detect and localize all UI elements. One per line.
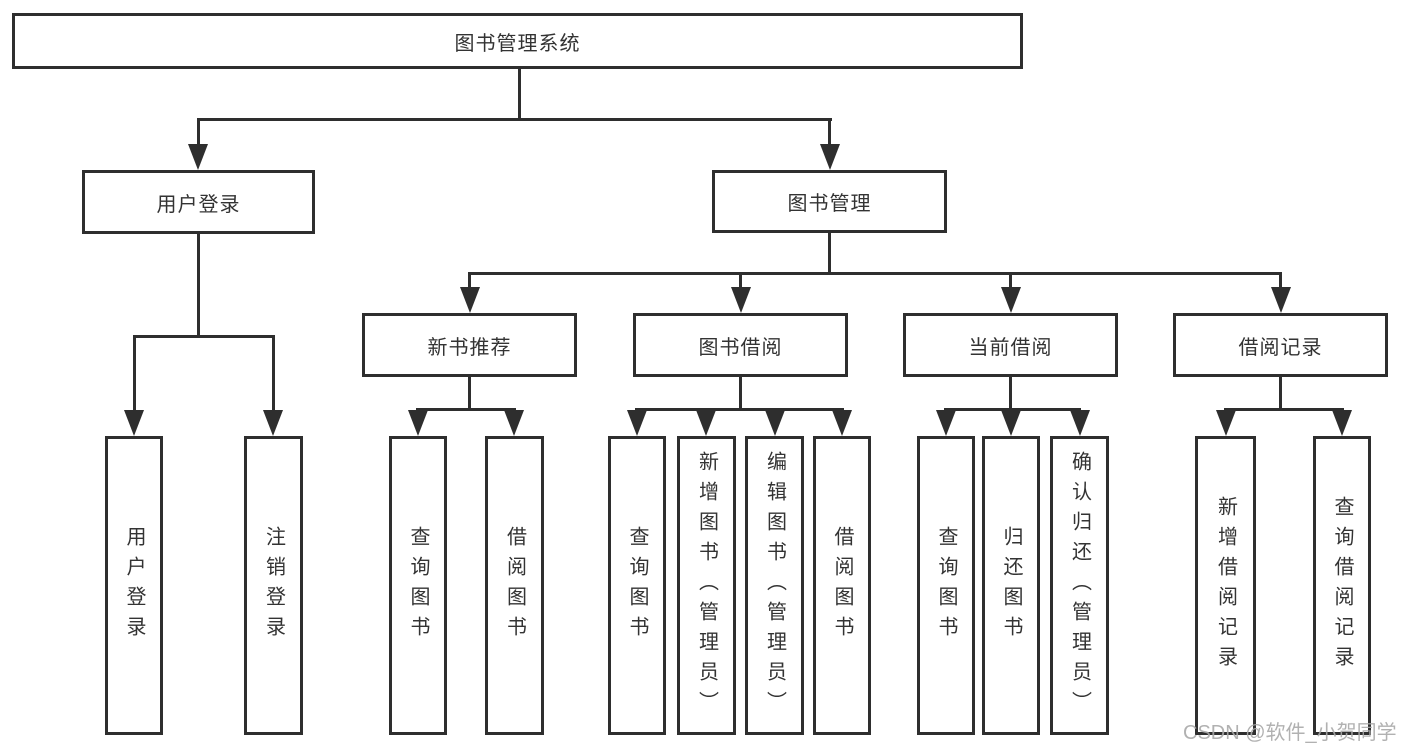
node-leaf-br-add-record: 新增借阅记录	[1195, 436, 1256, 735]
node-root: 图书管理系统	[12, 13, 1023, 69]
edge-user-login-drop-1	[133, 335, 136, 412]
edge-root-drop-right	[828, 118, 831, 148]
node-new-book-recommend: 新书推荐	[362, 313, 577, 377]
arrowhead-down-icon	[832, 410, 852, 436]
node-user-login: 用户登录	[82, 170, 315, 234]
edge-current-borrow-bar	[944, 408, 1081, 411]
edge-user-login-drop-2	[272, 335, 275, 412]
edge-new-book-rec-stem	[468, 376, 471, 411]
node-leaf-bb-query-book: 查询图书	[608, 436, 666, 735]
node-leaf-rec-query-book: 查询图书	[389, 436, 447, 735]
node-book-management: 图书管理	[712, 170, 947, 233]
arrowhead-down-icon	[1070, 410, 1090, 436]
node-leaf-cb-query-book: 查询图书	[917, 436, 975, 735]
edge-new-book-rec-bar	[416, 408, 516, 411]
arrowhead-down-icon	[1001, 287, 1021, 313]
edge-book-mgmt-drop-3	[1009, 272, 1012, 290]
arrowhead-down-icon	[188, 144, 208, 170]
edge-borrow-records-bar	[1224, 408, 1344, 411]
edge-book-mgmt-bar	[468, 272, 1282, 275]
node-current-borrow: 当前借阅	[903, 313, 1118, 377]
node-borrow-records: 借阅记录	[1173, 313, 1388, 377]
node-leaf-bb-edit-book-admin: 编辑图书（管理员）	[745, 436, 804, 735]
arrowhead-down-icon	[1271, 287, 1291, 313]
arrowhead-down-icon	[820, 144, 840, 170]
edge-borrow-records-stem	[1279, 376, 1282, 411]
arrowhead-down-icon	[460, 287, 480, 313]
node-leaf-logout: 注销登录	[244, 436, 303, 735]
edge-current-borrow-stem	[1009, 376, 1012, 411]
arrowhead-down-icon	[765, 410, 785, 436]
edge-root-drop-left	[197, 118, 200, 148]
node-leaf-cb-confirm-return-admin: 确认归还（管理员）	[1050, 436, 1109, 735]
arrowhead-down-icon	[504, 410, 524, 436]
edge-user-login-bar	[133, 335, 275, 338]
node-leaf-rec-borrow-book: 借阅图书	[485, 436, 544, 735]
edge-book-borrow-bar	[635, 408, 844, 411]
arrowhead-down-icon	[696, 410, 716, 436]
arrowhead-down-icon	[408, 410, 428, 436]
arrowhead-down-icon	[1332, 410, 1352, 436]
arrowhead-down-icon	[1001, 410, 1021, 436]
edge-root-bar	[197, 118, 832, 121]
arrowhead-down-icon	[731, 287, 751, 313]
arrowhead-down-icon	[1216, 410, 1236, 436]
edge-book-borrow-stem	[739, 376, 742, 411]
node-leaf-cb-return-book: 归还图书	[982, 436, 1040, 735]
node-leaf-bb-borrow-book: 借阅图书	[813, 436, 871, 735]
node-leaf-bb-add-book-admin: 新增图书（管理员）	[677, 436, 736, 735]
edge-book-mgmt-drop-2	[739, 272, 742, 290]
csdn-watermark: CSDN @软件_小贺同学	[1183, 722, 1397, 744]
node-book-borrow: 图书借阅	[633, 313, 848, 377]
edge-book-mgmt-drop-1	[468, 272, 471, 290]
node-leaf-user-login: 用户登录	[105, 436, 163, 735]
edge-user-login-stem	[197, 233, 200, 338]
edge-book-mgmt-drop-4	[1279, 272, 1282, 290]
edge-book-mgmt-stem	[828, 233, 831, 275]
edge-root-stem	[518, 66, 521, 120]
arrowhead-down-icon	[936, 410, 956, 436]
arrowhead-down-icon	[263, 410, 283, 436]
node-leaf-br-query-record: 查询借阅记录	[1313, 436, 1371, 735]
arrowhead-down-icon	[124, 410, 144, 436]
arrowhead-down-icon	[627, 410, 647, 436]
